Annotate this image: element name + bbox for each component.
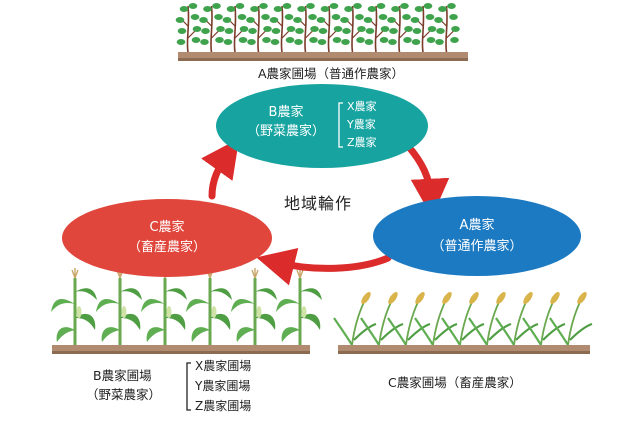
corn-field <box>51 268 322 354</box>
corn-plant <box>186 268 232 345</box>
soybean-plant <box>199 3 225 53</box>
corn-plants <box>51 268 322 345</box>
ellipse-c-farm <box>62 199 272 277</box>
soil-strip-left <box>52 345 310 354</box>
ellipse-a-farm <box>373 196 581 276</box>
c-farm-subtitle: （畜産農家） <box>127 240 206 255</box>
soybean-plant <box>363 3 390 53</box>
wheat-plant <box>549 292 593 346</box>
soil-strip-top <box>178 52 468 61</box>
soybean-plants <box>175 3 460 53</box>
soybean-plant <box>316 3 343 53</box>
curved-arrow-icon <box>256 247 392 286</box>
b-member-z: Z農家 <box>347 136 377 149</box>
soybean-field <box>175 3 468 61</box>
b-farm-title: B農家 <box>268 105 304 120</box>
soybean-plant <box>410 3 437 53</box>
corn-plant <box>96 268 142 345</box>
wheat-plant <box>495 292 539 346</box>
wheat-field <box>333 292 593 354</box>
corn-plant <box>276 268 322 345</box>
b-field-member-x: X農家圃場 <box>195 359 252 373</box>
b-field-member-y: Y農家圃場 <box>195 379 251 393</box>
soybean-plant <box>222 3 249 53</box>
center-label: 地域輪作 <box>284 194 353 213</box>
b-field-caption-line2: （野菜農家） <box>86 387 162 402</box>
wheat-plant <box>522 292 566 346</box>
soybean-plant <box>340 3 366 53</box>
wheat-plants <box>333 292 593 346</box>
ellipse-b-farm <box>216 84 428 168</box>
b-member-x: X農家 <box>347 100 377 113</box>
wheat-plant <box>441 292 485 346</box>
curved-arrow-icon <box>404 142 450 218</box>
wheat-plant <box>387 292 431 346</box>
wheat-plant <box>414 292 458 346</box>
wheat-plant <box>333 292 377 346</box>
corn-plant <box>231 268 277 345</box>
c-farm-title: C農家 <box>149 220 185 235</box>
wheat-plant <box>468 292 512 346</box>
soil-strip-right <box>338 345 590 354</box>
c-field-caption: C農家圃場（畜産農家） <box>388 375 522 390</box>
a-farm-subtitle: （普通作農家） <box>431 239 523 254</box>
wheat-plant <box>360 292 404 346</box>
soybean-plant <box>269 3 296 53</box>
soybean-plant <box>293 3 319 53</box>
b-field-caption-line1: B農家圃場 <box>93 368 152 383</box>
soybean-plant <box>387 3 413 53</box>
a-farm-title: A農家 <box>459 218 495 233</box>
soybean-plant <box>246 3 272 53</box>
b-member-y: Y農家 <box>347 118 376 131</box>
curved-arrow-icon <box>201 138 240 200</box>
soybean-plant <box>434 3 460 53</box>
b-field-member-z: Z農家圃場 <box>195 399 252 413</box>
soybean-plant <box>175 3 202 53</box>
bracket-icon <box>338 102 343 148</box>
corn-plant <box>141 268 187 345</box>
b-farm-subtitle: （野菜農家） <box>246 124 325 139</box>
corn-plant <box>51 268 97 345</box>
bracket-icon <box>186 362 191 411</box>
a-field-caption: A農家圃場（普通作農家） <box>258 66 405 81</box>
